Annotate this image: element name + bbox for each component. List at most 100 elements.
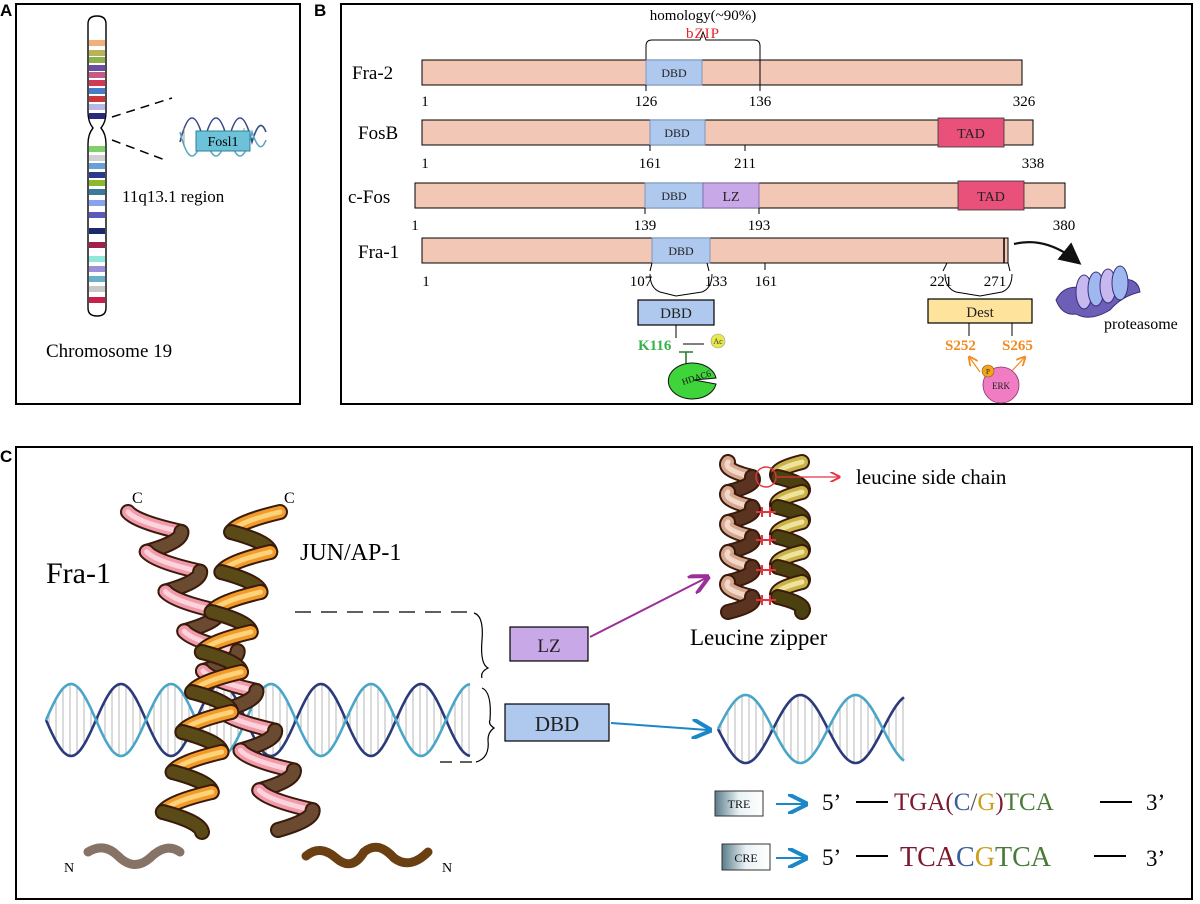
jun-helix: [154, 504, 288, 840]
proteasome-ring: [1111, 265, 1129, 301]
fosb-tick-211: 211: [734, 156, 756, 172]
tad-fosb: [937, 117, 1005, 148]
dbd-box: [504, 703, 610, 742]
fra1-n-tail: [83, 843, 185, 869]
chromosome-band: [89, 96, 105, 102]
acetyl-icon: [710, 333, 726, 349]
hdac6-pacman-icon: [667, 362, 717, 400]
chromosome-band: [89, 189, 105, 195]
leucine-side-chain-mark: [756, 595, 776, 605]
chromosome-band: [89, 146, 105, 152]
leucine-zipper-label: Leucine zipper: [690, 625, 828, 650]
tre-tag: [714, 790, 764, 817]
cfos-start: 1: [411, 218, 419, 234]
dbd-fosb-label: DBD: [664, 126, 690, 140]
chromosome-band: [89, 88, 105, 94]
fra2-end: 326: [1013, 94, 1036, 110]
chromosome-band: [89, 155, 105, 161]
fra2-tick-136: 136: [749, 94, 772, 110]
fosl1-gene-label: Fosl1: [207, 135, 238, 150]
erk-label: ERK: [992, 381, 1011, 391]
proteasome-icon: [1055, 265, 1141, 318]
proteasome-label: proteasome: [1104, 316, 1178, 333]
lz-cfos: [702, 182, 760, 209]
tad-fosb-label: TAD: [957, 127, 985, 142]
leucine-side-chain-mark: [756, 565, 776, 575]
chromosome-band: [89, 113, 105, 119]
dbd-fra1: [651, 237, 711, 264]
chromosome-band: [89, 180, 105, 186]
cfos-end: 380: [1053, 218, 1076, 234]
chromosome-band: [89, 276, 105, 282]
helix-segment: [772, 591, 809, 618]
lz-box-label: LZ: [537, 636, 560, 657]
c-left-label: C: [132, 490, 143, 507]
dest-label: Dest: [966, 305, 994, 321]
tre-seq-slash: /: [970, 789, 977, 816]
chromosome-band: [89, 40, 105, 46]
s265-label: S265: [1002, 338, 1033, 354]
region-label: 11q13.1 region: [122, 187, 225, 206]
cre-tag-label: CRE: [734, 851, 757, 865]
cre-seq-2: C: [917, 842, 936, 873]
chromosome-band: [89, 80, 105, 86]
cfos-tick-139: 139: [634, 218, 657, 234]
panel-b-frame: [340, 3, 1193, 405]
chromosome-band: [89, 228, 105, 234]
cfos-tick-193: 193: [748, 218, 771, 234]
dbd-cfos: [644, 182, 704, 209]
panel-a-frame: [15, 3, 301, 405]
dest-box: [927, 298, 1033, 324]
fra1-tick-161: 161: [755, 274, 778, 290]
jun-n-tail: [301, 842, 433, 869]
ac-label: Ac: [713, 337, 723, 346]
helix-segment: [156, 806, 208, 838]
zoom-line-upper: [111, 97, 173, 118]
fosb-end: 338: [1022, 156, 1045, 172]
cre-seq-3: A: [936, 842, 957, 873]
jun-helix-label: JUN/AP-1: [300, 540, 401, 566]
chromosome-19: [87, 15, 107, 317]
cre-seq-5: G: [975, 842, 995, 873]
chromosome-band: [89, 256, 105, 262]
tad-cfos-label: TAD: [977, 190, 1005, 205]
fra1-tick-107: 107: [630, 274, 653, 290]
tad-cfos: [957, 180, 1025, 211]
bar-fra2: [421, 59, 1023, 86]
bar-fra1: [421, 237, 1009, 264]
fra1-tick-221: 221: [930, 274, 953, 290]
cre-sequence: TCACGTCA: [900, 842, 1052, 873]
cre-seq-6: T: [995, 842, 1012, 873]
dbd-fra2-label: DBD: [661, 66, 687, 80]
panel-c-frame: [15, 446, 1193, 900]
chromosome-band: [89, 242, 105, 248]
cre-seq-1: T: [900, 842, 917, 873]
fra1-tick-271: 271: [984, 274, 1007, 290]
chromosome-band: [89, 286, 105, 292]
fra2-tick-126: 126: [635, 94, 658, 110]
zoom-line-lower: [111, 139, 166, 161]
tre-tag-label: TRE: [728, 797, 751, 811]
side-chain-highlight: [755, 466, 777, 488]
homology-bracket: [645, 30, 761, 60]
chromosome-band: [89, 57, 105, 63]
panel-label-b: B: [314, 1, 326, 20]
chromosome-band: [89, 172, 105, 178]
tre-seq-lparen: (: [945, 789, 953, 816]
s252-label: S252: [945, 338, 976, 354]
bar-fosb: [421, 119, 1034, 146]
chromosome-label: Chromosome 19: [46, 341, 172, 362]
fra1-helix-label: Fra-1: [46, 557, 111, 590]
erk-icon: [982, 366, 1020, 404]
dbd-detail-box: [637, 299, 715, 326]
dna-strand: [716, 693, 905, 765]
k116-label: K116: [638, 338, 672, 354]
dbd-curly-bracket: [475, 687, 496, 763]
lz-cfos-label: LZ: [722, 190, 739, 205]
protein-name-fosb: FosB: [358, 123, 398, 144]
n-left-label: N: [64, 861, 74, 876]
tre-five-prime: 5’: [822, 790, 841, 815]
phospho-icon: [981, 364, 995, 378]
tre-seq-tga: TGA: [894, 789, 945, 816]
tre-seq-g: G: [977, 789, 995, 816]
